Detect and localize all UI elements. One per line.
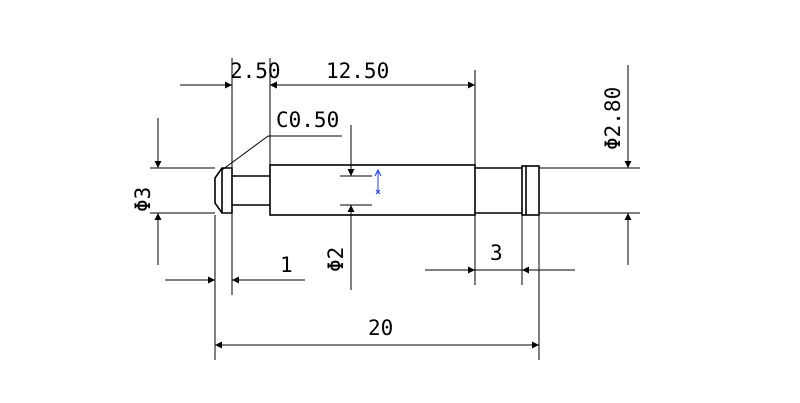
dim-label-groove-right-width: 3: [490, 241, 503, 265]
dim-label-shaft-length: 12.50: [326, 59, 389, 83]
dim-label-shoulder-length: 2.50: [230, 59, 281, 83]
pin-reduced-section: [475, 167, 522, 214]
pin-shaft: [269, 164, 476, 216]
pin-neck: [232, 175, 270, 206]
dim-label-overall-length: 20: [368, 316, 393, 340]
dim-groove-width: 1: [165, 253, 305, 284]
dim-label-groove-width: 1: [280, 253, 293, 277]
dim-shoulder-length: 2.50: [180, 59, 320, 89]
dim-head-diameter: Φ3: [131, 118, 162, 265]
dim-label-chamfer: C0.50: [276, 108, 339, 132]
dim-groove-right-width: 3: [425, 241, 575, 274]
dim-shaft-length: 12.50: [270, 59, 475, 89]
extension-lines: [150, 58, 640, 360]
cad-cursor-icon: [374, 168, 382, 195]
dim-label-end-diameter: Φ2.80: [601, 87, 625, 150]
dim-shaft-diameter: Φ2: [324, 125, 355, 290]
pin-head: [214, 167, 233, 214]
dim-overall-length: 20: [215, 316, 539, 349]
dim-label-head-diameter: Φ3: [131, 187, 155, 212]
pin-end-collar: [521, 165, 540, 216]
dim-end-diameter: Φ2.80: [601, 65, 632, 265]
dim-chamfer: C0.50: [221, 108, 342, 171]
dim-label-shaft-diameter: Φ2: [324, 247, 348, 272]
